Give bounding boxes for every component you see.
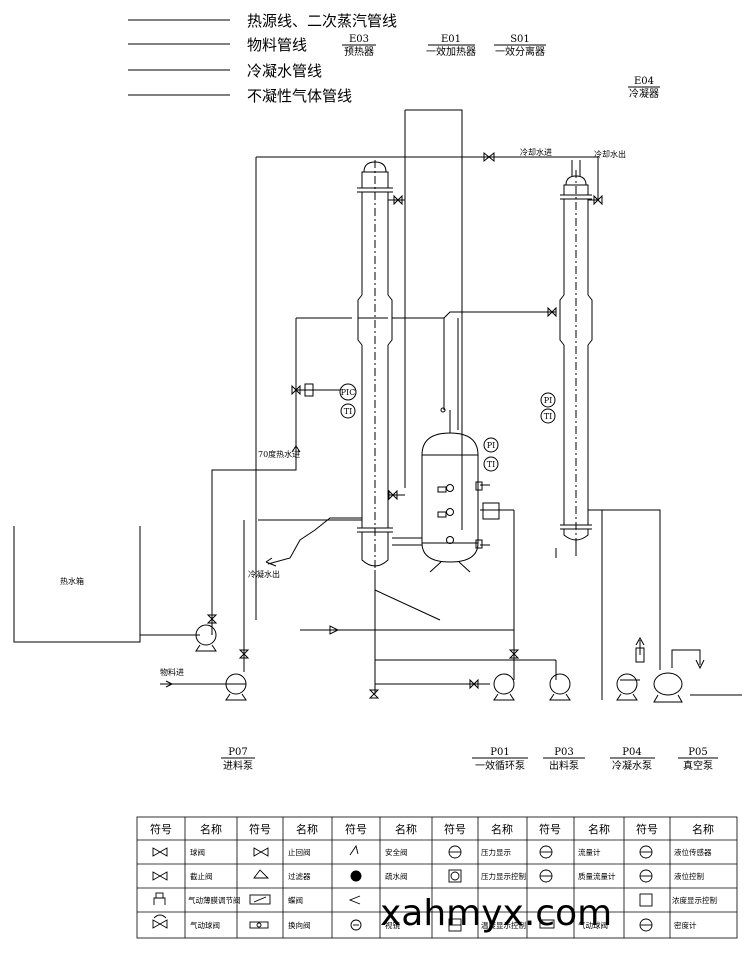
pump-p04: [616, 673, 638, 701]
th-name-6: 名称: [692, 822, 714, 836]
tag-p04-code: P04: [622, 747, 641, 758]
tbl-name: 液位传感器: [674, 847, 712, 857]
piping: [140, 109, 742, 700]
tbl-name: 蝶阀: [288, 895, 303, 905]
tag-e03-code: E03: [349, 34, 369, 45]
tag-p04-name: 冷凝水泵: [612, 759, 652, 772]
tag-e04-code: E04: [634, 76, 654, 87]
tbl-name: 压力显示: [481, 847, 511, 857]
first-effect-separator: [421, 407, 479, 573]
tbl-name: 流量计: [578, 847, 601, 857]
tbl-name: 视镜: [385, 920, 400, 930]
legend-steam-line: 热源线、二次蒸汽管线: [247, 12, 397, 30]
tbl-name: 温度显示控制: [481, 920, 526, 930]
tag-p07-code: P07: [228, 747, 247, 758]
tbl-name: 截止阀: [190, 871, 213, 881]
th-symbol-4: 符号: [444, 823, 466, 836]
legend-lines: [128, 19, 230, 96]
instr-ti-condenser: TI: [544, 412, 553, 421]
tbl-name: 疏水阀: [385, 871, 408, 881]
tag-s01-code: S01: [510, 34, 530, 45]
th-name-4: 名称: [491, 822, 513, 836]
stream-arrows: [160, 445, 301, 688]
tbl-name: 换向阀: [288, 920, 311, 930]
pumps: [195, 624, 683, 703]
th-name-3: 名称: [395, 822, 417, 836]
tbl-name: 压力显示控制: [481, 871, 526, 881]
symbol-table-grid: [136, 816, 738, 939]
tag-e03-name: 预热器: [344, 45, 374, 58]
tbl-name: 止回阀: [288, 847, 311, 857]
label-hot-water-tank: 热水箱: [60, 576, 84, 586]
legend-material-line: 物料管线: [247, 36, 307, 54]
tbl-name: 球阀: [190, 847, 205, 857]
label-cooling-in: 冷却水进: [520, 147, 552, 157]
tag-p03-name: 出料泵: [549, 759, 579, 772]
pump-p03: [549, 673, 571, 701]
tbl-name: 气动球阀: [190, 920, 220, 930]
th-symbol-6: 符号: [636, 823, 658, 836]
instr-pi-separator: PI: [487, 441, 496, 450]
tbl-name: 安全阀: [385, 847, 408, 857]
instr-ti-separator: TI: [487, 460, 496, 469]
tbl-name: 过滤器: [288, 871, 311, 881]
tbl-name: 密度计: [674, 920, 697, 930]
tbl-name: 气动球阀: [578, 920, 608, 930]
label-cooling-out: 冷却水出: [594, 149, 626, 159]
legend-noncondensable-line: 不凝性气体管线: [247, 87, 352, 105]
valves: [206, 151, 603, 699]
legend-condensate-line: 冷凝水管线: [247, 62, 322, 80]
hot-water-tank: [13, 526, 141, 643]
tag-p07-name: 进料泵: [223, 759, 253, 772]
th-symbol-1: 符号: [150, 823, 172, 836]
tbl-name: 浓度显示控制: [672, 895, 717, 905]
pump-p07: [225, 673, 247, 701]
condenser: [555, 170, 593, 558]
pump-p05: [653, 672, 683, 703]
th-symbol-5: 符号: [539, 823, 561, 836]
label-hot-water-in: 70度热水进: [258, 449, 300, 459]
tag-p01-name: 一效循环泵: [475, 759, 525, 772]
tbl-name: 液位控制: [674, 871, 704, 881]
tag-s01-name: 一效分离器: [495, 45, 545, 58]
th-name-5: 名称: [588, 822, 610, 836]
pump-p01: [493, 673, 515, 701]
tag-e04-name: 冷凝器: [629, 87, 659, 100]
table-symbols: [152, 844, 653, 932]
first-effect-heater: [357, 160, 393, 570]
th-symbol-3: 符号: [345, 823, 367, 836]
label-feed-in: 物料进: [160, 667, 184, 677]
pump-hotwater: [195, 624, 217, 652]
th-name-1: 名称: [200, 822, 222, 836]
th-symbol-2: 符号: [249, 823, 271, 836]
instr-pi-condenser: PI: [544, 396, 553, 405]
watermark: xahmyx.com: [380, 893, 612, 934]
instr-ti-heater: TI: [344, 407, 353, 416]
th-name-2: 名称: [296, 822, 318, 836]
tag-e01-name: 一效加热器: [426, 45, 476, 58]
tag-p05-name: 真空泵: [683, 759, 713, 772]
tag-underlines: [221, 44, 718, 759]
tbl-name: 质量流量计: [578, 871, 616, 881]
tag-p01-code: P01: [490, 747, 509, 758]
instruments: [339, 383, 645, 663]
label-condensate-out: 冷凝水出: [248, 569, 280, 579]
tbl-name: 气动薄膜调节阀: [188, 895, 241, 905]
tag-e01-code: E01: [441, 34, 461, 45]
instr-pic: PIC: [341, 388, 356, 397]
tag-p03-code: P03: [554, 747, 573, 758]
tag-p05-code: P05: [688, 747, 707, 758]
